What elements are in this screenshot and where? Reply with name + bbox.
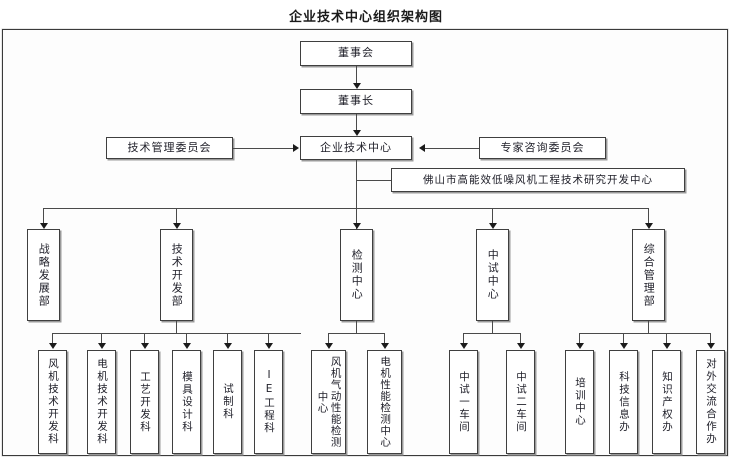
drop-gm-child-1	[623, 333, 624, 344]
drop-tech-child-2	[144, 333, 145, 344]
arrow-board-to-chairman	[353, 83, 361, 89]
arrow-tech-child-5	[265, 343, 273, 349]
bar-group-inspection	[328, 333, 384, 334]
diagram-frame: 董事会 董事长 企业技术中心 技术管理委员会 专家咨询委员会 佛山市高能效低噪风…	[2, 29, 728, 456]
arrow-tech-child-2	[141, 343, 149, 349]
node-expert-advisory-committee: 专家咨询委员会	[479, 137, 606, 159]
drop-gm-child-3	[710, 333, 711, 344]
arrow-tech-child-0	[49, 343, 57, 349]
node-dept-strategy: 战略发展部	[27, 229, 60, 321]
stem-group-inspection	[356, 321, 357, 333]
node-dept-pilot-center: 中试中心	[476, 229, 509, 321]
connector-left-committee	[233, 148, 293, 149]
drop-tech-child-0	[52, 333, 53, 344]
drop-pilot-child-0	[463, 333, 464, 344]
arrow-chairman-to-center	[353, 130, 361, 136]
node-leaf-motor-performance-test-center: 电机性能检测中心	[367, 350, 402, 454]
arrow-tech-child-3	[183, 343, 191, 349]
node-tech-center: 企业技术中心	[300, 136, 412, 160]
arrow-tech-child-4	[224, 343, 232, 349]
node-leaf-pilot-workshop-2: 中试二车间	[506, 350, 535, 454]
node-leaf-trial-production: 试制科	[213, 350, 242, 454]
arrow-inspection-child-0	[325, 343, 333, 349]
drop-tech-child-3	[186, 333, 187, 344]
node-research-center: 佛山市高能效低噪风机工程技术研究开发中心	[391, 168, 685, 192]
node-tech-management-committee: 技术管理委员会	[106, 137, 233, 159]
bar-group-tech-development	[52, 333, 301, 334]
drop-tech-child-1	[101, 333, 102, 344]
bar-group-pilot	[463, 333, 520, 334]
drop-tech-child-4	[227, 333, 228, 344]
stem-group-general-management	[648, 321, 649, 333]
node-leaf-sci-tech-info-office: 科技信息办	[609, 350, 638, 454]
arrow-left-committee-to-center	[293, 144, 299, 152]
drop-dept-0	[43, 208, 44, 224]
node-leaf-training-center: 培训中心	[565, 350, 594, 454]
arrow-pilot-child-1	[517, 343, 525, 349]
arrow-dept-3	[489, 223, 497, 229]
node-leaf-motor-tech-development: 电机技术开发科	[87, 350, 116, 454]
arrow-dept-0	[40, 223, 48, 229]
connector-spine-to-research-center	[356, 180, 391, 181]
node-dept-general-management: 综合管理部	[632, 229, 665, 321]
drop-gm-child-2	[666, 333, 667, 344]
arrow-inspection-child-1	[381, 343, 389, 349]
node-leaf-fan-tech-development: 风机技术开发科	[38, 350, 67, 454]
node-board: 董事会	[300, 41, 412, 66]
drop-dept-4	[648, 208, 649, 224]
connector-right-committee	[425, 148, 479, 149]
node-leaf-mold-design: 模具设计科	[172, 350, 201, 454]
distribution-bar-level2	[43, 208, 648, 209]
arrow-dept-2	[353, 223, 361, 229]
drop-dept-1	[176, 208, 177, 224]
node-chairman: 董事长	[300, 89, 412, 114]
node-leaf-process-development: 工艺开发科	[130, 350, 159, 454]
arrow-dept-4	[645, 223, 653, 229]
node-leaf-fan-aero-performance-test-center: 风机气动性能检测中心	[311, 350, 346, 454]
stem-group-tech-development	[176, 321, 177, 333]
drop-inspection-child-0	[328, 333, 329, 344]
stem-group-pilot	[492, 321, 493, 333]
node-leaf-pilot-workshop-1: 中试一车间	[449, 350, 478, 454]
drop-gm-child-0	[579, 333, 580, 344]
connector-board-to-chairman	[356, 66, 357, 84]
arrow-gm-child-1	[620, 343, 628, 349]
page-title: 企业技术中心组织架构图	[288, 10, 443, 25]
arrow-gm-child-0	[576, 343, 584, 349]
arrow-dept-1	[173, 223, 181, 229]
node-dept-tech-development: 技术开发部	[160, 229, 193, 321]
arrow-tech-child-1	[98, 343, 106, 349]
arrow-right-committee-to-center	[419, 144, 425, 152]
arrow-pilot-child-0	[460, 343, 468, 349]
drop-dept-2	[356, 208, 357, 224]
drop-dept-3	[492, 208, 493, 224]
drop-pilot-child-1	[520, 333, 521, 344]
connector-chairman-to-center	[356, 114, 357, 131]
spine-center-down	[356, 160, 357, 237]
drop-tech-child-5	[268, 333, 269, 344]
arrow-gm-child-3	[707, 343, 715, 349]
node-dept-inspection-center: 检测中心	[340, 229, 373, 321]
node-leaf-ip-office: 知识产权办	[652, 350, 681, 454]
drop-inspection-child-1	[384, 333, 385, 344]
arrow-gm-child-2	[663, 343, 671, 349]
bar-group-general-management	[579, 333, 710, 334]
node-leaf-external-cooperation-office: 对外交流合作办	[696, 350, 725, 454]
node-leaf-ie-engineering: IE工程科	[254, 350, 283, 454]
